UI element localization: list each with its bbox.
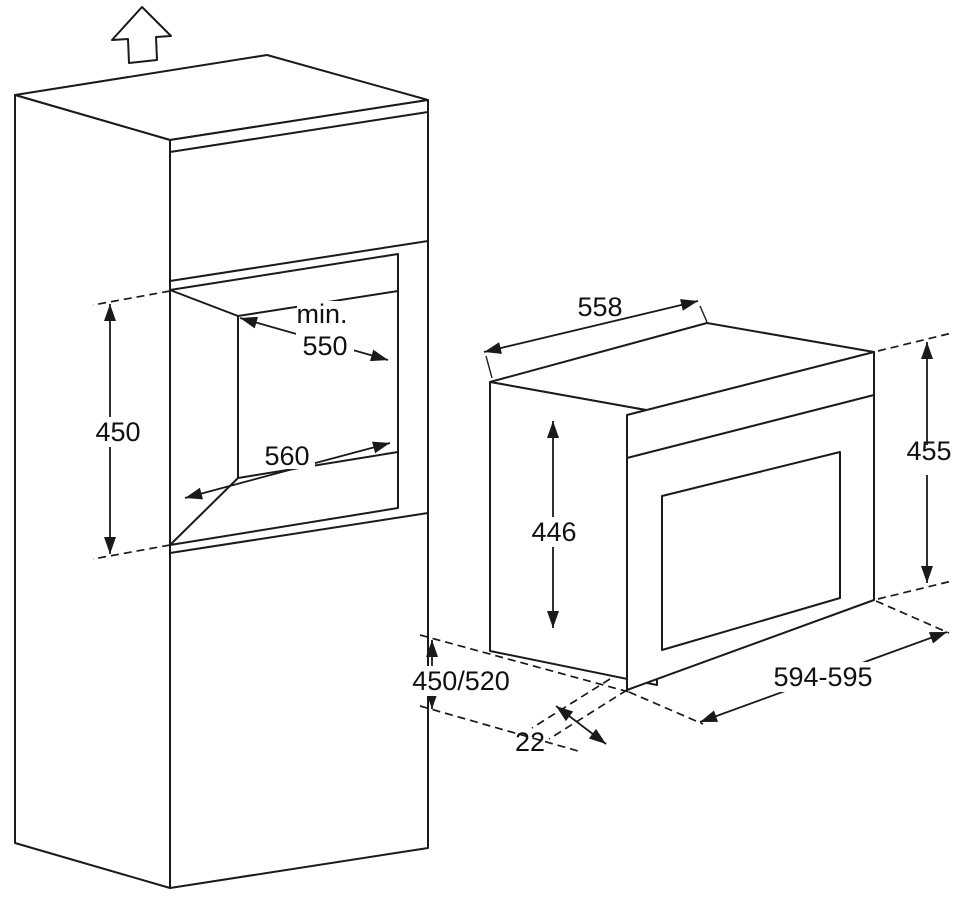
- label-masks: [92, 301, 955, 696]
- label-door-overhang: 22: [515, 727, 545, 757]
- niche-height-extension-top: [92, 290, 171, 306]
- door-overhang-arrow: [555, 705, 607, 745]
- oven-control-panel-line: [626, 394, 875, 459]
- mask-550: [296, 332, 354, 360]
- cabinet-depth-extension-bottom: [419, 705, 579, 752]
- door-overhang-extension-rear: [531, 678, 611, 729]
- label-cabinet-depth: 450/520: [412, 666, 510, 696]
- mask-594-595: [762, 662, 884, 692]
- cabinet-left-panel: [14, 94, 171, 889]
- worktop-edge-line: [169, 111, 429, 153]
- niche-height-extension-bottom: [92, 544, 171, 560]
- oven-door-window: [661, 451, 841, 651]
- mask-455: [903, 445, 955, 475]
- niche-top-shelf-line: [169, 240, 429, 282]
- niche-width-arrow: [184, 441, 391, 500]
- label-oven-front-width: 594-595: [773, 662, 872, 692]
- mask-450: [92, 417, 144, 447]
- label-min-prefix: min.: [296, 299, 347, 329]
- removal-direction-arrow-icon: [111, 6, 172, 64]
- oven-depth-arrow: [483, 299, 699, 354]
- label-oven-depth: 558: [577, 292, 622, 322]
- oven-width-extension-left: [628, 691, 704, 725]
- construction-lines: [92, 290, 953, 752]
- mask-450-520: [411, 666, 511, 696]
- up-arrow-icon: [111, 6, 172, 64]
- niche-opening: [169, 253, 399, 546]
- mask-446: [528, 517, 580, 547]
- label-niche-height: 450: [95, 417, 140, 447]
- cabinet-depth-extension-top: [419, 634, 630, 693]
- oven-depth-ticks: [485, 305, 708, 379]
- label-min-value: 550: [302, 331, 347, 361]
- dimension-labels: 450 min. 550 560 450/520 558 446 455 594…: [95, 292, 951, 757]
- label-niche-width: 560: [264, 441, 309, 471]
- oven-width-extension-right: [875, 600, 950, 634]
- mask-min: [297, 301, 347, 327]
- label-oven-body-height: 446: [531, 517, 576, 547]
- niche-bottom-shelf-line: [169, 512, 429, 554]
- label-oven-front-height: 455: [906, 436, 951, 466]
- mask-560: [259, 442, 315, 469]
- cabinet-drawing: [14, 54, 429, 889]
